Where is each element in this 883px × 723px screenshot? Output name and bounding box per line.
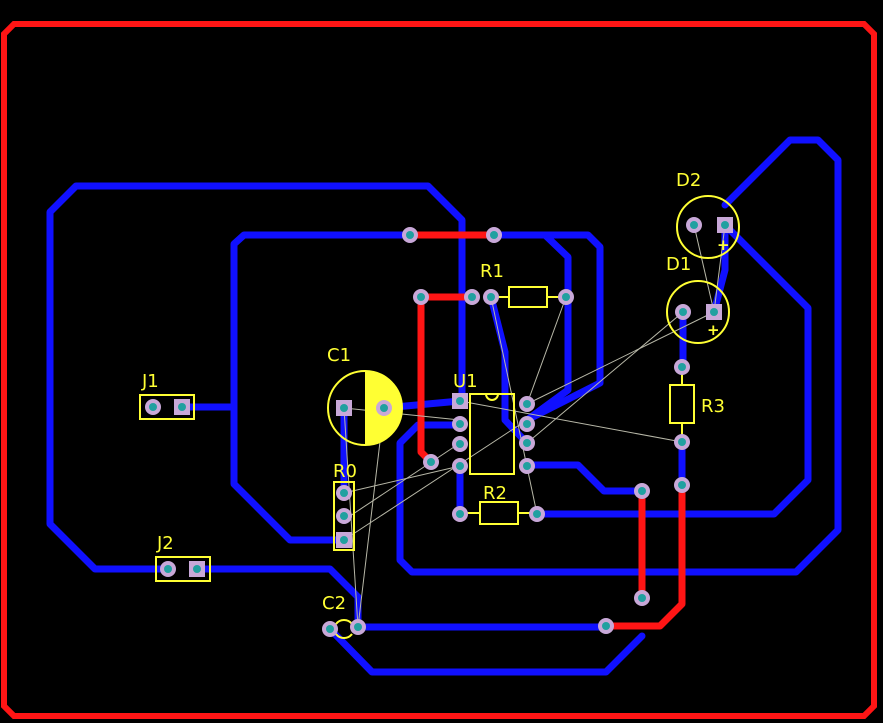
r1-pad-2-hole [562,293,570,301]
trace-r2-d1 [533,221,812,518]
u1-pin-7-hole [523,420,531,428]
r0-pad-3-hole [340,536,348,544]
trace-u1-left-loop [396,136,842,576]
j2-outline [155,556,211,582]
c1-pad-2-hole [380,404,388,412]
designators: J1 J2 C1 C2 U1 R0 R1 R2 R3 D1 D2 + + [141,170,730,614]
trace-inner-loop [230,231,604,544]
r0-outline [333,481,355,551]
d1-pad-2-hole [710,308,718,316]
via-4-hole [468,293,476,301]
r3-pad-2-hole [678,438,686,446]
board-outline [1,21,877,719]
j2-pad-2-hole [193,565,201,573]
r1-pad-1-hole [487,293,495,301]
d1-plus-mark: + [707,321,720,339]
label-d2: D2 [676,170,701,191]
d2-pad-1-hole [690,221,698,229]
u1-pin-1-hole [456,397,464,405]
u1-pin-8-hole [523,400,531,408]
trace-j2-c2 [193,565,362,631]
label-d1: D1 [666,254,691,275]
trace-d2-d1 [710,221,729,316]
d2-outline [676,195,740,259]
r3-outline [669,384,695,424]
trace-via-r1 [523,231,572,424]
r2-pad-1-hole [456,510,464,518]
j1-pad-1-hole [149,403,157,411]
via-6-hole [638,487,646,495]
r0-pad-2-hole [340,512,348,520]
c2-outline [335,619,353,639]
label-r2: R2 [483,483,507,504]
via-3-hole [417,293,425,301]
label-j1: J1 [141,371,159,392]
via-7-hole [678,481,686,489]
trace-u1-right-loop [523,461,646,495]
label-c1: C1 [327,345,351,366]
via-1-hole [406,231,414,239]
u1-pin-5-hole [523,462,531,470]
j1-pad-2-hole [178,403,186,411]
label-r1: R1 [480,261,504,282]
j2-pad-1-hole [164,565,172,573]
u1-outline [469,393,515,475]
d2-pad-2-hole [721,221,729,229]
label-j2: J2 [156,533,174,554]
u1-pin-4-hole [456,462,464,470]
r2-outline [479,501,519,525]
r2-pad-2-hole [533,510,541,518]
d1-outline [666,280,730,344]
via-2-hole [490,231,498,239]
ratsnest [343,224,726,628]
label-u1: U1 [453,371,478,392]
j1-outline [139,394,195,420]
trace-r1-u1 [487,293,531,447]
c2-pad-1-hole [326,625,334,633]
via-8-hole [638,594,646,602]
pads [145,217,733,637]
c2-pad-2-hole [354,623,362,631]
d1-pad-1-hole [679,308,687,316]
r3-pad-1-hole [678,363,686,371]
r1-outline [508,286,548,308]
trace-outer-ground-loop [46,182,466,573]
label-r3: R3 [701,396,725,417]
c1-pad-1-hole [340,404,348,412]
label-c2: C2 [322,593,346,614]
u1-pin-2-hole [456,420,464,428]
d2-plus-mark: + [717,236,730,254]
u1-pin-6-hole [523,439,531,447]
trace-c2-bottom-loop [326,625,646,676]
via-5-hole [427,458,435,466]
trace-top-right [602,481,686,630]
r0-pad-1-hole [340,489,348,497]
via-9-hole [602,622,610,630]
label-r0: R0 [333,461,357,482]
u1-pin-3-hole [456,440,464,448]
